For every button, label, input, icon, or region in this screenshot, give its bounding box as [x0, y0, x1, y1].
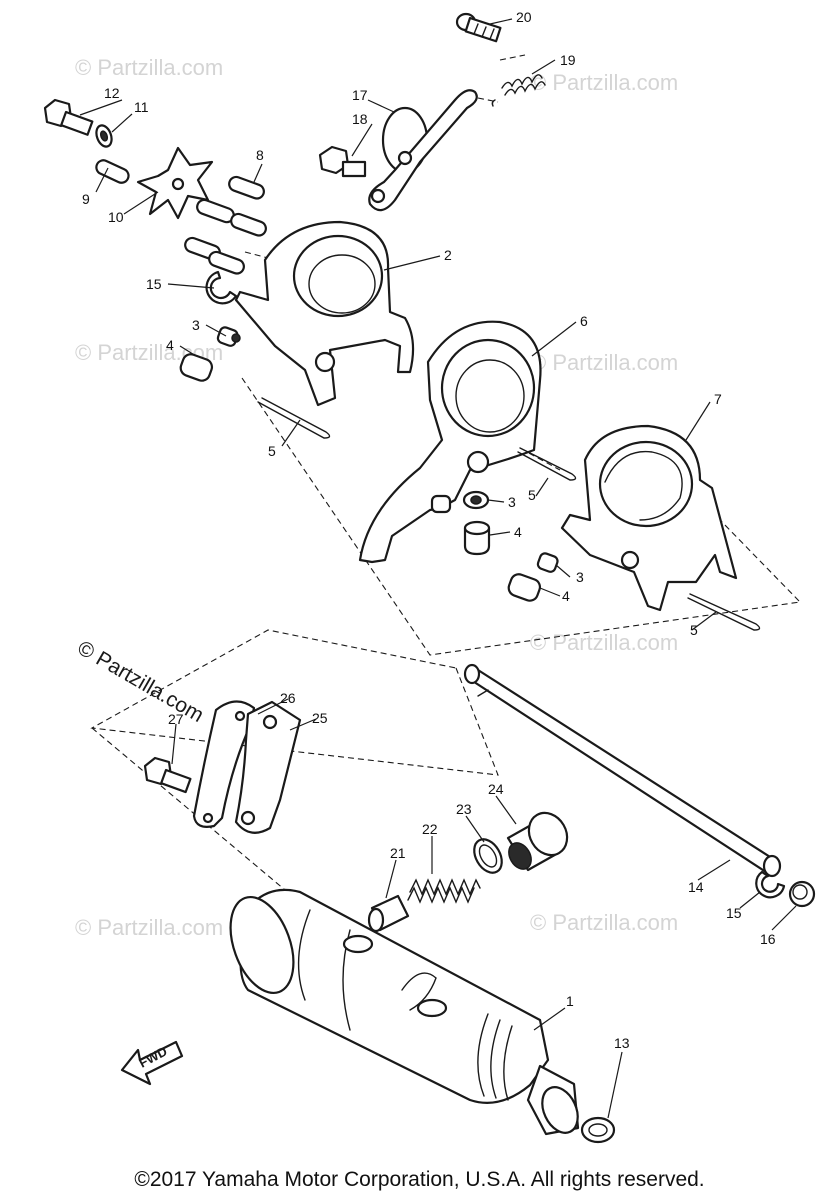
watermark-layer: © Partzilla.com © Partzilla.com © Partzi… — [75, 55, 678, 940]
watermark: © Partzilla.com — [530, 350, 678, 375]
washer-part-13 — [580, 1116, 616, 1144]
callout-3-left: 3 — [192, 317, 200, 333]
watermark: © Partzilla.com — [75, 915, 223, 940]
shift-drum-part-1 — [229, 888, 580, 1136]
callout-7: 7 — [714, 391, 722, 407]
spring-part-22 — [407, 878, 481, 904]
pins-part-8 — [184, 175, 267, 275]
bolt-part-18 — [318, 145, 367, 178]
callout-5-center: 5 — [528, 487, 536, 503]
callout-3-right: 3 — [576, 569, 584, 585]
callout-4-right: 4 — [562, 588, 570, 604]
callout-13: 13 — [614, 1035, 630, 1051]
circlip-part-15-upper — [205, 270, 238, 305]
bolt-part-27 — [143, 756, 192, 794]
roller-part-3-right — [536, 552, 559, 573]
callout-17: 17 — [352, 87, 368, 103]
watermark-main: © Partzilla.com — [74, 636, 208, 727]
plate-part-26 — [192, 700, 256, 828]
bolt-part-20 — [455, 12, 502, 43]
callout-5-left: 5 — [268, 443, 276, 459]
pin-part-9 — [95, 159, 130, 184]
watermark: © Partzilla.com — [530, 910, 678, 935]
fwd-arrow-icon: FWD — [120, 1040, 184, 1086]
callout-14: 14 — [688, 879, 704, 895]
cotter-pin-part-5-left — [257, 397, 331, 439]
callout-16: 16 — [760, 931, 776, 947]
watermark: © Partzilla.com — [530, 70, 678, 95]
leader-lines — [79, 18, 797, 1119]
roller-part-3-center — [462, 490, 490, 510]
callout-3-center: 3 — [508, 494, 516, 510]
callout-11: 11 — [134, 99, 149, 115]
guide-pin-part-4-left — [179, 353, 214, 382]
cotter-pin-part-5-center — [517, 447, 577, 481]
shift-fork-part-2 — [234, 220, 415, 407]
callout-labels: 20 19 17 18 12 11 9 10 8 2 15 3 4 5 6 7 … — [82, 9, 776, 1051]
cotter-pin-part-5-right — [687, 593, 761, 631]
callout-24: 24 — [488, 781, 504, 797]
callout-27: 27 — [168, 711, 184, 727]
callout-4-left: 4 — [166, 337, 174, 353]
watermark: © Partzilla.com — [75, 55, 223, 80]
plug-bolt-part-24 — [506, 811, 569, 872]
shift-arm-part-17 — [368, 89, 478, 212]
callout-25: 25 — [312, 710, 328, 726]
callout-19: 19 — [560, 52, 576, 68]
callout-21: 21 — [390, 845, 406, 861]
shift-fork-part-7 — [560, 424, 738, 612]
callout-4-center: 4 — [514, 524, 522, 540]
guide-pin-part-4-center — [463, 520, 491, 556]
circlip-part-15-right — [755, 870, 786, 899]
copyright-notice: ©2017 Yamaha Motor Corporation, U.S.A. A… — [134, 1168, 705, 1191]
callout-8: 8 — [256, 147, 264, 163]
guide-pin-part-4-right — [507, 573, 542, 602]
callout-22: 22 — [422, 821, 438, 837]
callout-5-right: 5 — [690, 622, 698, 638]
cap-part-16 — [788, 880, 816, 908]
callout-18: 18 — [352, 111, 368, 127]
callout-2: 2 — [444, 247, 452, 263]
shift-fork-part-6 — [358, 320, 542, 564]
watermark: © Partzilla.com — [530, 630, 678, 655]
bolt-part-12 — [43, 98, 94, 136]
callout-15-upper: 15 — [146, 276, 162, 292]
spring-part-19 — [491, 74, 546, 107]
callout-9: 9 — [82, 191, 90, 207]
gasket-part-23 — [473, 838, 503, 874]
detent-pin-part-21 — [367, 894, 410, 933]
shift-shaft-part-14 — [463, 663, 782, 878]
callout-23: 23 — [456, 801, 472, 817]
star-segment-part-10 — [136, 146, 214, 220]
roller-part-3-left — [216, 326, 241, 347]
callout-15-right: 15 — [726, 905, 742, 921]
washer-part-11 — [95, 124, 113, 148]
callout-26: 26 — [280, 690, 296, 706]
callout-1: 1 — [566, 993, 574, 1009]
callout-20: 20 — [516, 9, 532, 25]
stopper-plate-part-25 — [234, 700, 302, 834]
callout-12: 12 — [104, 85, 120, 101]
callout-6: 6 — [580, 313, 588, 329]
callout-10: 10 — [108, 209, 124, 225]
